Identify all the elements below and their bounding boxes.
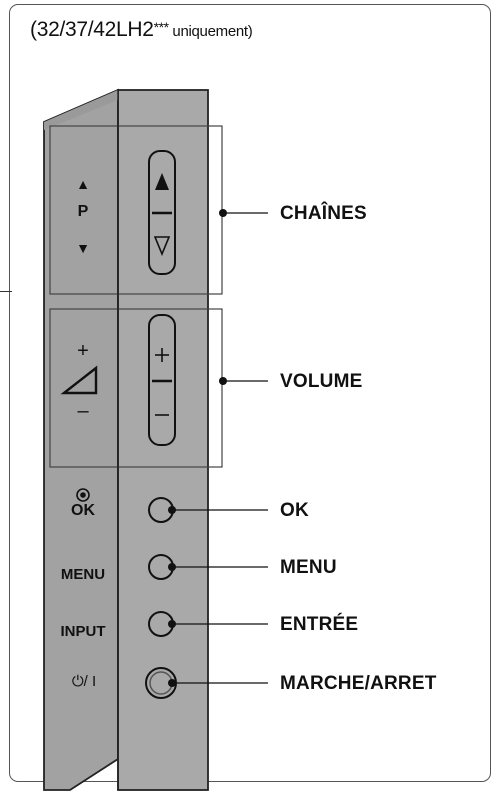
callout-dot-menu xyxy=(168,563,176,571)
callout-label-power: MARCHE/ARRET xyxy=(280,673,437,694)
volume-minus-label: – xyxy=(77,400,89,422)
callout-dot-channels xyxy=(219,209,227,217)
volume-plus-label: + xyxy=(77,340,89,362)
program-up-label: ▲ xyxy=(76,176,90,192)
page-edge-tick xyxy=(0,291,12,292)
model-note-stars: *** xyxy=(153,19,169,35)
volume-wedge-icon xyxy=(60,365,98,395)
callout-dot-input xyxy=(168,620,176,628)
power-panel-label: ⏻/ I xyxy=(71,673,97,690)
callout-label-input: ENTRÉE xyxy=(280,614,359,635)
menu-panel-label: MENU xyxy=(60,566,106,583)
callout-label-ok: OK xyxy=(280,500,309,521)
channel-up-mark xyxy=(155,173,169,190)
program-down-label: ▼ xyxy=(76,240,90,256)
model-note-models: (32/37/42LH2 xyxy=(30,18,154,41)
panel-top-shade xyxy=(44,90,118,130)
callout-dot-ok xyxy=(168,506,176,514)
ok-indicator-inner xyxy=(80,492,86,498)
callout-label-channels: CHAÎNES xyxy=(280,203,367,224)
model-note-suffix: uniquement) xyxy=(168,23,253,40)
volume-group-box xyxy=(49,308,223,468)
callout-label-volume: VOLUME xyxy=(280,371,363,392)
model-note: (32/37/42LH2*** uniquement) xyxy=(30,18,253,42)
callout-dot-power xyxy=(168,679,176,687)
callout-label-menu: MENU xyxy=(280,557,337,578)
program-label: P xyxy=(77,203,89,220)
ok-panel-label: OK xyxy=(71,502,95,519)
channel-down-mark xyxy=(153,236,171,257)
ok-indicator-outer xyxy=(76,488,90,502)
input-panel-label: INPUT xyxy=(60,623,106,640)
callout-dot-volume xyxy=(219,377,227,385)
